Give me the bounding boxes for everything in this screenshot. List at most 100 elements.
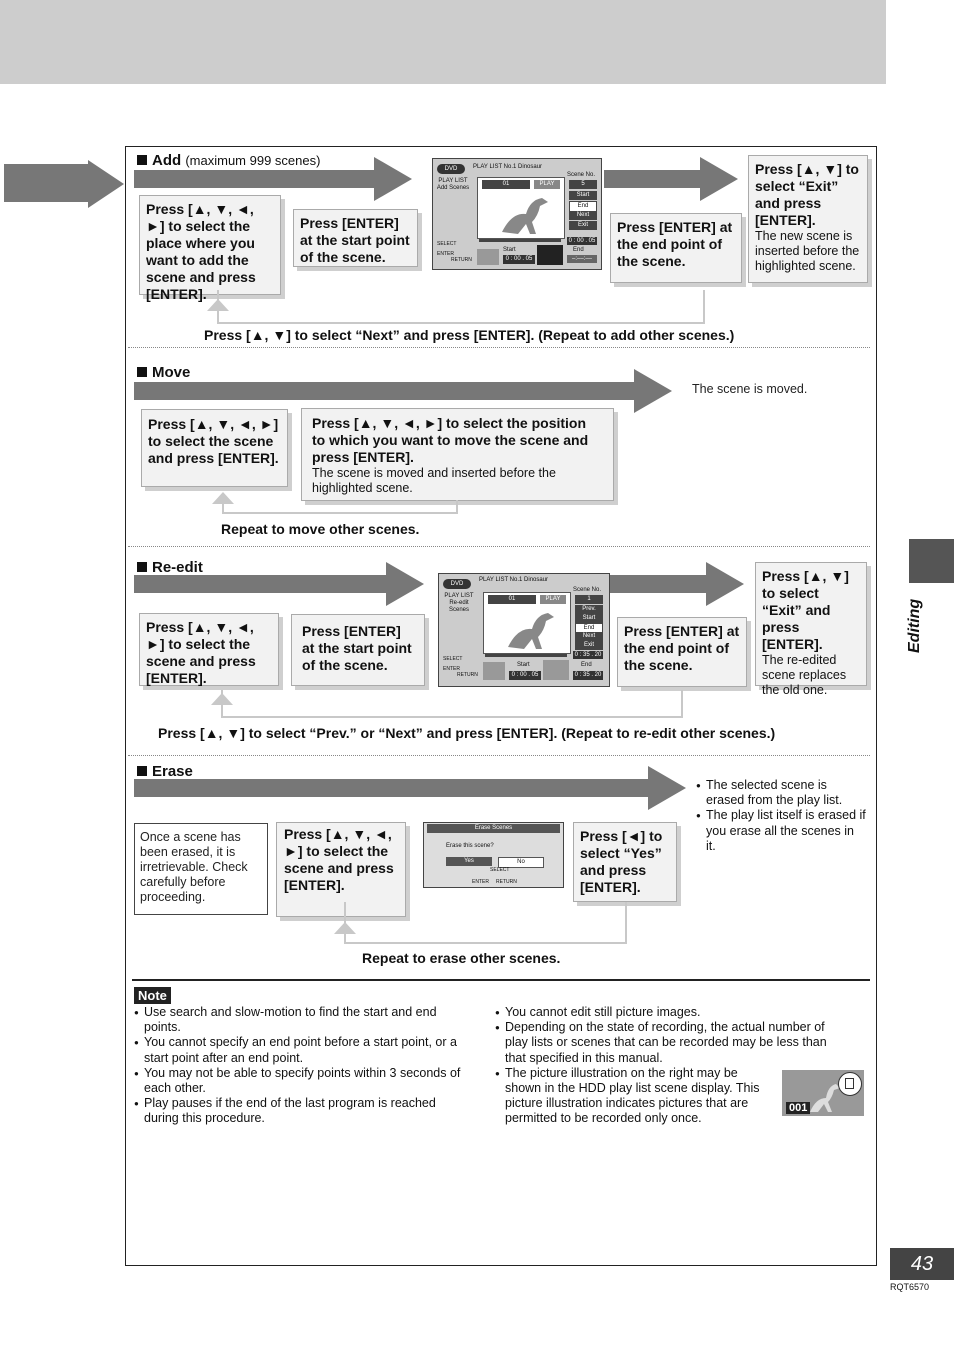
next-button[interactable]: Next xyxy=(569,211,597,220)
scene-label: Scene No. xyxy=(573,587,602,593)
move-arrow-bar xyxy=(134,382,634,400)
note-item: Use search and slow-motion to find the s… xyxy=(134,1005,474,1035)
note-right-list: You cannot edit still picture images. De… xyxy=(495,1005,827,1127)
end-label: End xyxy=(581,662,592,668)
reedit-repeat-loop xyxy=(221,690,683,718)
add-step-2: Press [ENTER] at the start point of the … xyxy=(293,209,418,267)
start-label: Start xyxy=(517,662,530,668)
reedit-repeat-arrow xyxy=(211,693,233,705)
move-repeat-arrow xyxy=(212,492,234,504)
erase-step-1: Press [▲, ▼, ◄, ►] to select the scene a… xyxy=(276,822,406,917)
return-hint: RETURN xyxy=(457,672,478,678)
end-time-display-2: 0 : 35 . 20 xyxy=(573,671,603,680)
erase-repeat-text: Repeat to erase other scenes. xyxy=(362,950,561,966)
enter-hint: ENTER xyxy=(443,666,460,672)
return-hint: RETURN xyxy=(496,879,517,885)
prev-button[interactable]: Prev. xyxy=(575,605,603,614)
note-left-list: Use search and slow-motion to find the s… xyxy=(134,1005,474,1127)
move-repeat-text: Repeat to move other scenes. xyxy=(221,521,420,537)
erase-warning: Once a scene has been erased, it is irre… xyxy=(134,823,268,915)
screen-header: PLAY LIST No.1 Dinosaur xyxy=(479,577,549,583)
select-hint: SELECT xyxy=(437,241,457,247)
erase-result-1: The selected scene is erased from the pl… xyxy=(696,778,866,808)
title-number: 01 xyxy=(488,595,536,604)
end-time-display: 0 : 35 . 20 xyxy=(573,651,603,659)
scene-label: Scene No. xyxy=(567,172,596,178)
reedit-step-4: Press [▲, ▼] to select “Exit” and press … xyxy=(755,562,867,697)
copy-once-icon xyxy=(838,1072,862,1096)
add-screen: DVD PLAY LIST No.1 Dinosaur PLAY LIST Ad… xyxy=(432,158,602,270)
divider-2 xyxy=(128,546,870,547)
add-repeat-loop xyxy=(217,290,705,324)
page-number: 43 xyxy=(890,1248,954,1280)
entry-arrow-bar xyxy=(4,164,88,202)
erase-arrow-bar xyxy=(134,779,648,797)
move-step-1: Press [▲, ▼, ◄, ►] to select the scene a… xyxy=(141,409,288,487)
add-arrow-bar-1 xyxy=(134,170,374,188)
exit-button[interactable]: Exit xyxy=(569,221,597,230)
move-result: The scene is moved. xyxy=(692,382,808,396)
start-button[interactable]: Start xyxy=(575,614,603,623)
progress-bar xyxy=(479,239,561,242)
exit-button[interactable]: Exit xyxy=(575,641,603,650)
add-step-4: Press [▲, ▼] to select “Exit” and press … xyxy=(748,155,868,283)
note-item: Depending on the state of recording, the… xyxy=(495,1020,845,1066)
top-band xyxy=(0,0,886,84)
progress-bar xyxy=(485,654,567,657)
preview-pane: 01 PLAY xyxy=(483,592,571,654)
note-item: Play pauses if the end of the last progr… xyxy=(134,1096,474,1126)
note-label: Note xyxy=(134,987,171,1004)
yes-button[interactable]: Yes xyxy=(446,857,492,866)
add-repeat-text: Press [▲, ▼] to select “Next” and press … xyxy=(204,327,735,343)
erase-repeat-arrow xyxy=(334,922,356,934)
erase-arrow-head xyxy=(648,766,686,810)
add-arrow-bar-2 xyxy=(604,170,700,188)
no-button[interactable]: No xyxy=(498,857,544,868)
enter-hint: ENTER xyxy=(472,879,489,885)
dinosaur-image xyxy=(508,613,554,649)
start-label: Start xyxy=(503,247,516,253)
erase-section-title: Erase xyxy=(137,763,193,780)
note-item: The picture illustration on the right ma… xyxy=(495,1066,770,1127)
reedit-repeat-text: Press [▲, ▼] to select “Prev.” or “Next”… xyxy=(158,725,776,741)
next-button[interactable]: Next xyxy=(575,632,603,641)
move-section-title: Move xyxy=(137,364,190,381)
black-frame xyxy=(537,245,563,265)
end-blank: –:––:–– xyxy=(567,255,597,263)
move-step-2: Press [▲, ▼, ◄, ►] to select the positio… xyxy=(301,408,614,501)
dinosaur-image xyxy=(502,198,548,234)
play-indicator: PLAY xyxy=(534,180,560,189)
reedit-screen: DVD PLAY LIST No.1 Dinosaur PLAY LIST Re… xyxy=(438,573,610,687)
screen-header: PLAY LIST No.1 Dinosaur xyxy=(473,164,543,170)
start-time-display: 0 : 00 . 05 xyxy=(509,671,541,680)
note-item: You cannot specify an end point before a… xyxy=(134,1035,474,1065)
reedit-step-2: Press [ENTER] at the start point of the … xyxy=(291,614,425,686)
reedit-section-title: Re-edit xyxy=(137,559,203,576)
divider-1 xyxy=(128,347,870,348)
erase-step-2: Press [◄] to select “Yes” and press [ENT… xyxy=(573,822,677,902)
end-label: End xyxy=(573,247,584,253)
start-thumb xyxy=(477,249,499,265)
play-indicator: PLAY xyxy=(540,595,566,604)
entry-arrow-head xyxy=(88,160,124,208)
preview-pane: 01 PLAY xyxy=(477,177,565,239)
move-repeat-loop xyxy=(222,500,458,514)
return-hint: RETURN xyxy=(451,257,472,263)
add-section-title: Add (maximum 999 scenes) xyxy=(137,152,320,169)
end-time-display: 0 : 00 . 05 xyxy=(567,237,597,245)
start-button[interactable]: Start xyxy=(569,191,597,200)
scene-number: 1 xyxy=(575,595,603,604)
reedit-arrow-bar-2 xyxy=(610,575,706,593)
dvd-badge: DVD xyxy=(437,164,465,174)
add-arrow-head-1 xyxy=(374,157,412,201)
note-item: You may not be able to specify points wi… xyxy=(134,1066,474,1096)
select-hint: SELECT xyxy=(490,867,510,873)
erase-dialog-title: Erase Scenes xyxy=(427,824,560,833)
dvd-badge: DVD xyxy=(443,579,471,589)
divider-3 xyxy=(128,755,870,756)
erase-repeat-loop xyxy=(344,902,627,944)
reedit-arrow-head-1 xyxy=(386,562,424,606)
reedit-arrow-bar-1 xyxy=(134,575,386,593)
add-step-1: Press [▲, ▼, ◄, ►] to select the place w… xyxy=(139,195,281,302)
editing-tab-label: Editing xyxy=(906,598,923,653)
